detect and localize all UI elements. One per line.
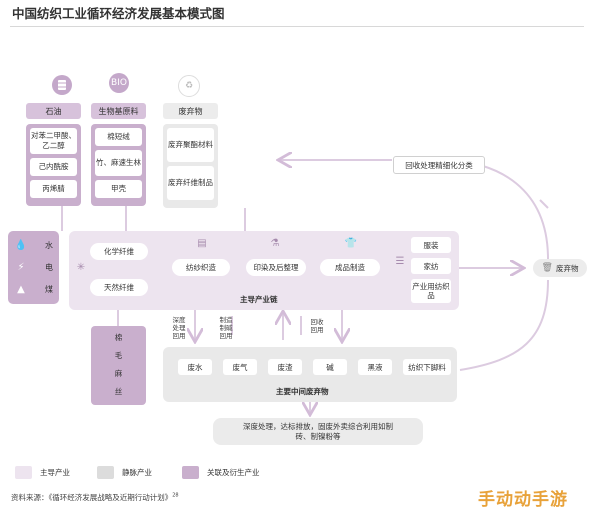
natural-fiber-sources: 棉 毛 麻 丝 xyxy=(91,326,146,405)
lightning-icon: ⚡ xyxy=(17,261,25,273)
oil-item: 丙烯腈 xyxy=(30,180,77,198)
main-chain-label: 主导产业链 xyxy=(240,295,278,304)
waste-item: 黑液 xyxy=(358,359,392,375)
oil-drum-icon xyxy=(52,75,72,95)
products-column: 服装 家纺 产业用纺织品 xyxy=(408,235,454,305)
oil-label: 石油 xyxy=(26,103,81,119)
trash-icon: 🗑 xyxy=(541,263,553,273)
flow-label-recycle: 回收回用 xyxy=(310,318,324,334)
treatment-note: 深度处理，达标排放，固废外卖综合利用如制砖、制镍粉等 xyxy=(213,418,423,445)
spinning-icon: ▤ xyxy=(197,238,207,249)
energy-box: 💧水 ⚡电 ▲煤 xyxy=(8,231,59,304)
flask-icon: ⚗ xyxy=(270,238,280,249)
water-drop-icon: 💧 xyxy=(14,240,28,252)
waste-item: 废弃聚酯材料 xyxy=(167,128,214,162)
energy-row: 💧水 xyxy=(14,240,53,251)
waste-band-label: 主要中间废弃物 xyxy=(276,387,329,396)
energy-row: ▲煤 xyxy=(14,284,53,295)
waste-item: 废气 xyxy=(223,359,257,375)
waste-item: 纺织下脚料 xyxy=(403,359,451,375)
source-text: 资料来源：《循环经济发展战略及近期行动计划》 xyxy=(11,493,173,502)
waste-column: 废弃聚酯材料 废弃纤维制品 xyxy=(163,124,218,208)
source-footnote: 28 xyxy=(172,492,179,499)
natural-source-item: 毛 xyxy=(114,350,123,360)
step-spinning: 纺纱织造 xyxy=(172,259,230,276)
bio-label: 生物基原料 xyxy=(91,103,146,119)
legend-item: 关联及衍生产业 xyxy=(182,466,260,479)
waste-item: 废水 xyxy=(178,359,212,375)
flow-label-alkali: 制造制碱回用 xyxy=(219,316,233,340)
product-item: 家纺 xyxy=(411,258,451,274)
fiber-icon: ✳ xyxy=(76,262,86,273)
energy-label: 煤 xyxy=(45,284,53,294)
natural-source-item: 棉 xyxy=(114,332,123,342)
bio-column: 棉短绒 竹、麻速生林 甲壳 xyxy=(91,124,146,206)
waste-item: 废渣 xyxy=(268,359,302,375)
oil-item: 对苯二甲酸、乙二醇 xyxy=(30,128,77,154)
energy-row: ⚡电 xyxy=(14,262,53,273)
step-manufacturing: 成品制造 xyxy=(320,259,380,276)
product-item: 产业用纺织品 xyxy=(411,279,451,303)
oil-column: 对苯二甲酸、乙二醇 己内酰胺 丙烯腈 xyxy=(26,124,81,206)
oil-item: 己内酰胺 xyxy=(30,158,77,176)
product-item: 服装 xyxy=(411,237,451,253)
bio-icon: BIO xyxy=(109,73,129,93)
bio-item: 竹、麻速生林 xyxy=(95,150,142,176)
bio-item: 甲壳 xyxy=(95,180,142,198)
chemical-fiber: 化学纤维 xyxy=(90,243,148,260)
natural-fiber: 天然纤维 xyxy=(90,279,148,296)
waste-item: 废弃纤维制品 xyxy=(167,166,214,200)
recycle-icon: ♻ xyxy=(178,75,200,97)
flow-label-deep-treatment: 深度处理回用 xyxy=(172,316,186,340)
coal-icon: ▲ xyxy=(17,283,25,295)
waste-item: 碱 xyxy=(313,359,347,375)
legend-label: 静脉产业 xyxy=(122,468,152,477)
tshirt-icon: 👕 xyxy=(344,238,358,249)
energy-label: 电 xyxy=(45,262,53,272)
recycle-sorting-box: 回收处理精细化分类 xyxy=(393,156,485,174)
source-citation: 资料来源：《循环经济发展战略及近期行动计划》28 xyxy=(11,492,179,503)
legend-item: 主导产业 xyxy=(15,466,70,479)
natural-source-item: 麻 xyxy=(114,368,123,378)
watermark: 手动动手游 xyxy=(478,490,568,510)
waste-terminal: 🗑 废弃物 xyxy=(533,259,587,277)
legend-item: 静脉产业 xyxy=(97,466,152,479)
legend-swatch xyxy=(15,466,32,479)
legend-label: 关联及衍生产业 xyxy=(207,468,260,477)
step-dyeing: 印染及后整理 xyxy=(246,259,306,276)
legend-label: 主导产业 xyxy=(40,468,70,477)
page-title: 中国纺织工业循环经济发展基本模式图 xyxy=(12,6,225,21)
product-icon: ☰ xyxy=(395,256,405,267)
natural-source-item: 丝 xyxy=(114,386,123,396)
waste-terminal-label: 废弃物 xyxy=(555,263,579,273)
bio-item: 棉短绒 xyxy=(95,128,142,146)
waste-label: 废弃物 xyxy=(163,103,218,119)
legend-swatch xyxy=(182,466,199,479)
title-divider xyxy=(10,26,584,27)
legend-swatch xyxy=(97,466,114,479)
energy-label: 水 xyxy=(45,241,53,251)
